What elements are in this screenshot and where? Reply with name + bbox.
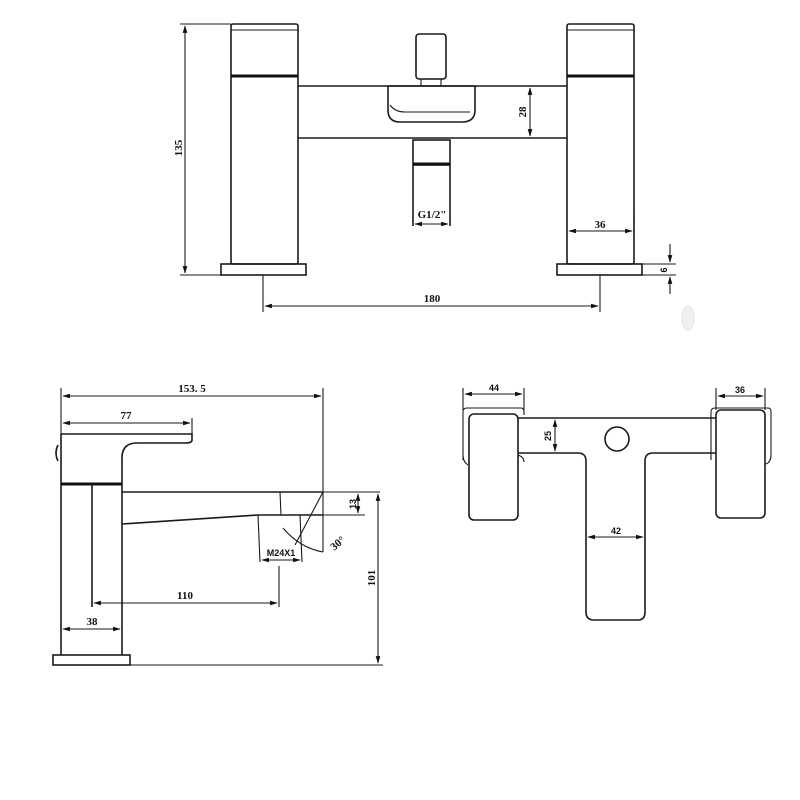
lever-handle [55, 433, 193, 484]
front-view: 135 28 G1/2" 36 6 [173, 23, 695, 331]
dimension-spout-reach: 110 [93, 566, 280, 607]
dimension-aerator-thread: M24X1 [261, 548, 301, 563]
dim-label-110: 110 [177, 590, 193, 602]
dim-label-13: 13 [348, 499, 358, 509]
dimension-centres: 180 [262, 275, 601, 312]
dim-label-30-deg: 30° [328, 534, 348, 553]
dimension-spout-height: 101 [130, 493, 383, 666]
shower-outlet [412, 139, 451, 226]
dimension-overall-height: 135 [173, 23, 231, 276]
dimension-outlet-thread: G1/2" [414, 209, 449, 227]
dim-label-153-5: 153. 5 [178, 383, 206, 395]
dim-label-25: 25 [543, 431, 553, 441]
left-pillar [220, 23, 307, 276]
dimension-base-thickness: 6 [642, 244, 676, 294]
dimension-spout-width: 42 [587, 526, 644, 540]
dimension-handle-length: 77 [62, 410, 193, 434]
dim-label-135: 135 [173, 139, 185, 156]
dimension-handle-width-left: 44 [462, 383, 525, 410]
right-pillar [556, 23, 643, 276]
top-body-and-spout [518, 417, 716, 621]
dim-label-38: 38 [87, 616, 99, 628]
top-left-handle [462, 407, 525, 521]
side-spout [121, 491, 324, 563]
dim-label-180: 180 [424, 293, 441, 305]
dim-label-28: 28 [517, 106, 529, 118]
side-view: 153. 5 77 13 30° M24X1 110 [52, 383, 383, 666]
dim-label-g12: G1/2" [418, 209, 447, 221]
dim-label-77: 77 [121, 410, 133, 422]
top-right-handle [710, 407, 772, 519]
dim-label-101: 101 [366, 570, 378, 587]
dim-label-m24x1: M24X1 [267, 548, 296, 558]
dim-label-36-top: 36 [735, 385, 745, 395]
top-view: 44 36 25 42 [462, 383, 772, 621]
dim-label-36-front: 36 [595, 219, 607, 231]
dim-label-6: 6 [659, 267, 669, 272]
dimension-spout-thickness: 13 [323, 491, 380, 516]
dimension-handle-width-right: 36 [715, 385, 766, 410]
dim-label-44: 44 [489, 383, 499, 393]
spout-front [387, 85, 476, 123]
dimension-pillar-depth: 38 [62, 616, 121, 632]
diverter-knob [415, 33, 447, 87]
side-pillar [52, 434, 131, 666]
artifact-blob [681, 305, 695, 331]
dimension-pillar-width: 36 [568, 214, 635, 236]
dimension-body-height: 28 [517, 85, 545, 137]
dimension-body-depth: 25 [543, 419, 558, 452]
dimension-overall-depth: 153. 5 [60, 383, 324, 552]
dim-label-42: 42 [611, 526, 621, 536]
